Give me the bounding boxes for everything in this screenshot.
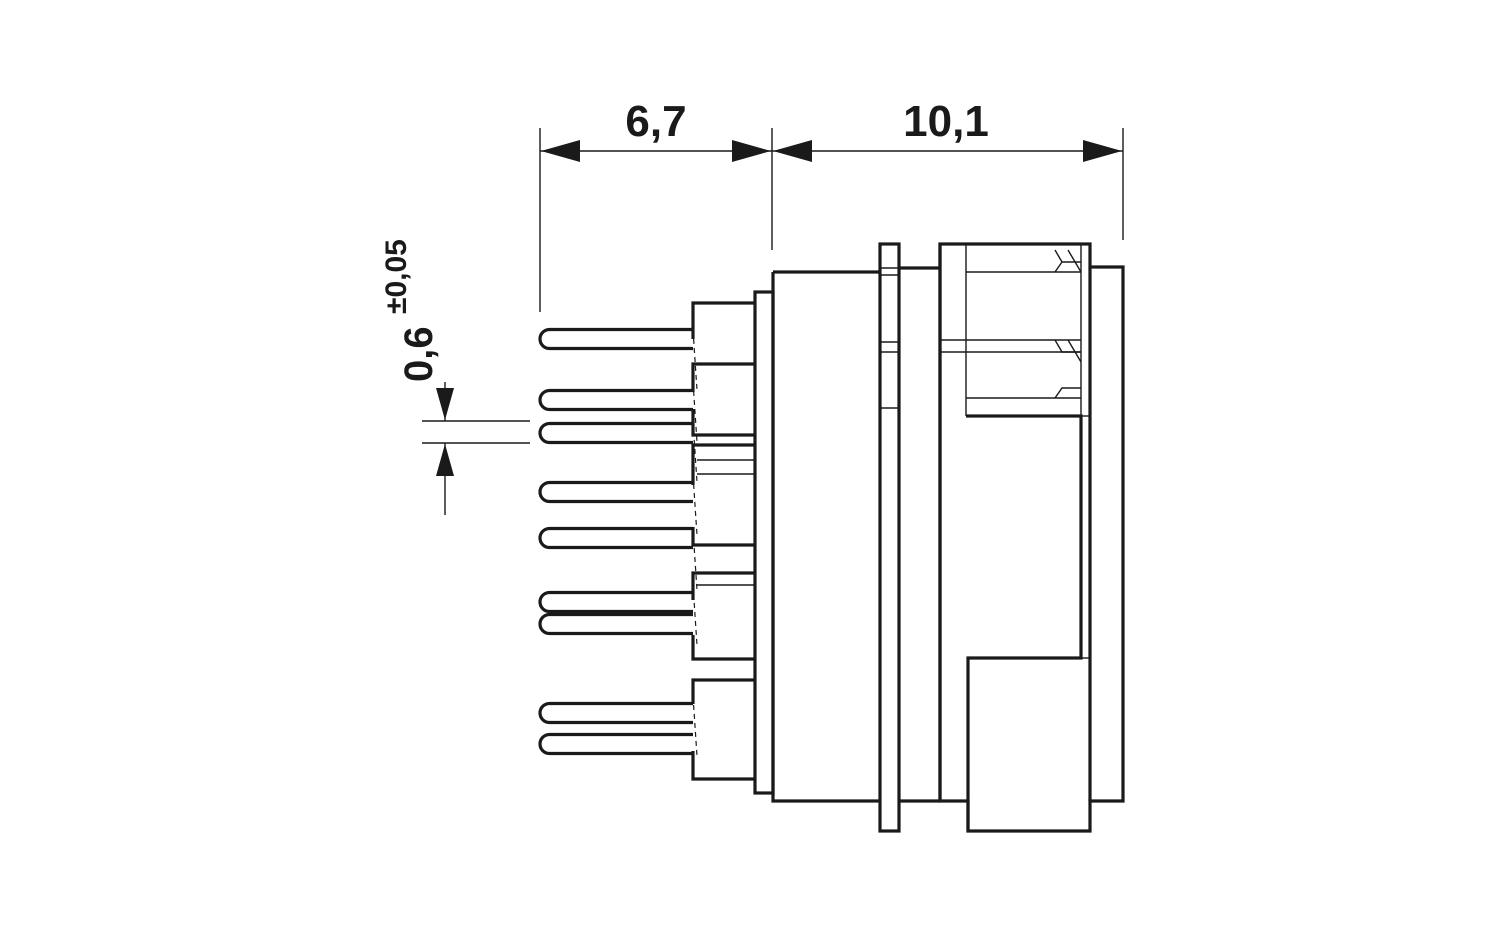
contact-insert bbox=[966, 414, 1083, 831]
pin-hidden-line bbox=[692, 329, 698, 391]
carrier-step bbox=[691, 443, 755, 485]
contact-pin bbox=[538, 388, 693, 412]
dimension-label-pin-section: 6,7 bbox=[625, 97, 686, 146]
carrier-step bbox=[691, 409, 755, 437]
arrowhead-left bbox=[773, 140, 812, 162]
pin-array bbox=[538, 327, 698, 757]
pin-thickness-nominal: 0,6 bbox=[397, 326, 441, 382]
contact-pin bbox=[538, 526, 693, 550]
pin-carrier-profile bbox=[691, 301, 755, 781]
latch-notch bbox=[1054, 249, 1082, 273]
contact-pin bbox=[538, 590, 693, 614]
carrier-step bbox=[691, 301, 755, 339]
arrowhead-right bbox=[1083, 140, 1122, 162]
pin-thickness-tolerance: ±0,05 bbox=[380, 239, 413, 314]
housing-neck bbox=[899, 266, 940, 803]
carrier-step bbox=[691, 678, 755, 704]
carrier-step bbox=[691, 362, 755, 392]
contact-pin bbox=[538, 612, 693, 636]
dimension-group-pin-thickness: 0,6 ±0,05 bbox=[380, 239, 530, 515]
dimension-group-top: 6,7 10,1 bbox=[539, 97, 1124, 312]
latch-notch bbox=[1054, 339, 1082, 399]
carrier-step bbox=[691, 751, 755, 781]
contact-pin bbox=[538, 701, 693, 725]
pin-thickness-label: 0,6 ±0,05 bbox=[380, 239, 441, 382]
contact-pin bbox=[538, 421, 693, 445]
rear-cap bbox=[753, 290, 775, 795]
arrowhead-up bbox=[436, 444, 454, 476]
pin-hidden-line bbox=[692, 695, 698, 757]
mounting-flange bbox=[878, 242, 901, 833]
connector-housing bbox=[753, 242, 1125, 833]
carrier-step bbox=[691, 635, 755, 661]
dimension-label-body: 10,1 bbox=[903, 97, 989, 146]
contact-pin bbox=[538, 480, 693, 504]
arrowhead-down bbox=[436, 388, 454, 420]
arrowhead-right bbox=[732, 140, 771, 162]
arrowhead-left bbox=[541, 140, 580, 162]
housing-block bbox=[771, 270, 880, 803]
carrier-step bbox=[691, 527, 755, 547]
contact-pin bbox=[538, 327, 693, 351]
contact-pin bbox=[538, 732, 693, 756]
carrier-step bbox=[691, 571, 755, 600]
